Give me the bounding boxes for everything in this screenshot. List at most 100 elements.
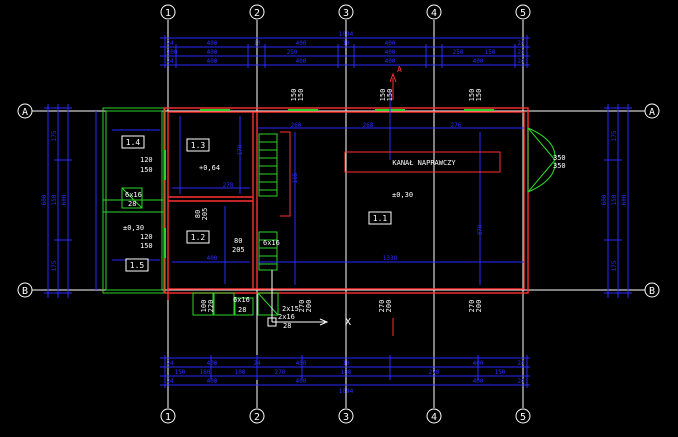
axis-bubbles — [17, 4, 660, 424]
axis-bubble-4-bottom[interactable] — [426, 408, 442, 424]
gate-leaf-top[interactable] — [527, 127, 556, 159]
svg-text:120: 120 — [140, 233, 153, 241]
room-label-1-2: 1.2 — [191, 233, 206, 242]
axis-bubble-5-top[interactable] — [515, 4, 531, 20]
svg-text:24: 24 — [166, 58, 174, 65]
top-dimension-lines — [160, 35, 530, 68]
axis-bubble-1-top[interactable] — [160, 4, 176, 20]
svg-text:6x16: 6x16 — [263, 239, 280, 247]
svg-text:400: 400 — [207, 360, 218, 367]
axis-label-B-right: B — [649, 286, 655, 297]
side-dimension-text: 600 175 150 175 600 600 175 150 175 600 — [41, 130, 628, 271]
room-tag-1-2[interactable] — [186, 230, 210, 244]
svg-text:400: 400 — [385, 49, 396, 56]
axis-labels: 1 2 3 4 5 1 2 3 4 5 A A B B — [22, 8, 655, 423]
ucs-icon — [267, 270, 329, 327]
svg-text:24: 24 — [166, 40, 174, 47]
svg-text:24: 24 — [517, 58, 525, 65]
level-room-1-3: +0,64 — [199, 164, 220, 172]
level-main: ±0,30 — [392, 191, 413, 199]
svg-text:205: 205 — [232, 246, 245, 254]
axis-label-4-top: 4 — [431, 8, 437, 19]
svg-text:100: 100 — [167, 49, 178, 56]
svg-text:150: 150 — [468, 89, 476, 102]
stair-flight[interactable] — [258, 133, 278, 197]
vertical-annotations: 150 150 150 150 150 150 100 220 270 200 … — [194, 89, 483, 313]
stairs — [258, 133, 278, 271]
outer-wall-outer[interactable] — [163, 107, 529, 294]
axis-label-2-top: 2 — [254, 8, 260, 19]
svg-text:24: 24 — [166, 360, 174, 367]
kanal-rectangle[interactable] — [344, 151, 501, 173]
room-tag-1-1[interactable] — [368, 211, 392, 225]
windows — [164, 109, 494, 258]
svg-text:400: 400 — [207, 58, 218, 65]
svg-text:150: 150 — [51, 194, 58, 205]
axis-bubble-3-bottom[interactable] — [338, 408, 354, 424]
walls — [163, 107, 529, 300]
axis-bubble-4-top[interactable] — [426, 4, 442, 20]
svg-text:400: 400 — [207, 49, 218, 56]
room-label-1-3: 1.3 — [191, 141, 206, 150]
svg-text:150: 150 — [290, 89, 298, 102]
svg-text:150: 150 — [485, 49, 496, 56]
svg-text:24: 24 — [166, 378, 174, 385]
svg-text:276: 276 — [451, 122, 462, 129]
svg-text:600: 600 — [61, 194, 68, 205]
axis-label-5-top: 5 — [520, 8, 526, 19]
duct-left[interactable] — [121, 187, 143, 209]
svg-text:150: 150 — [297, 89, 305, 102]
svg-text:150: 150 — [495, 369, 506, 376]
room-tag-1-4[interactable] — [121, 135, 145, 149]
axis-label-1-bottom: 1 — [165, 412, 171, 423]
svg-text:400: 400 — [473, 378, 484, 385]
total-dimension-top: 1094 — [339, 31, 354, 38]
axis-bubble-1-bottom[interactable] — [160, 408, 176, 424]
annotations: ±0,30 +0,64 ±0,30 120 150 120 150 80 205… — [123, 154, 566, 330]
svg-text:400: 400 — [296, 378, 307, 385]
svg-text:205: 205 — [201, 208, 209, 221]
axis-bubble-5-bottom[interactable] — [515, 408, 531, 424]
room-tag-1-5[interactable] — [125, 258, 149, 272]
svg-text:28: 28 — [238, 306, 246, 314]
svg-text:100: 100 — [235, 369, 246, 376]
room-tag-1-3[interactable] — [186, 138, 210, 152]
svg-text:600: 600 — [621, 194, 628, 205]
axis-bubble-B-right[interactable] — [644, 282, 660, 298]
bottom-dimension-lines — [160, 355, 530, 388]
svg-text:10: 10 — [253, 40, 261, 47]
top-dimension-text: 1094 24 400 10 400 10 400 24 100 400 250… — [166, 31, 525, 65]
svg-text:100: 100 — [200, 300, 208, 313]
svg-text:400: 400 — [385, 58, 396, 65]
svg-text:150: 150 — [475, 89, 483, 102]
svg-text:150: 150 — [140, 242, 153, 250]
svg-text:24: 24 — [517, 360, 525, 367]
axis-bubble-3-top[interactable] — [338, 4, 354, 20]
svg-text:150: 150 — [611, 194, 618, 205]
axis-bubble-A-left[interactable] — [17, 103, 33, 119]
svg-text:270: 270 — [298, 300, 306, 313]
svg-text:6x16: 6x16 — [233, 296, 250, 304]
svg-text:600: 600 — [41, 194, 48, 205]
svg-text:150: 150 — [379, 89, 387, 102]
axis-label-A-left: A — [22, 107, 28, 118]
axis-bubble-2-bottom[interactable] — [249, 408, 265, 424]
entrance-steps — [192, 292, 279, 316]
axis-bubble-A-right[interactable] — [644, 103, 660, 119]
axis-bubble-B-left[interactable] — [17, 282, 33, 298]
svg-text:400: 400 — [207, 255, 218, 262]
svg-text:350: 350 — [553, 162, 566, 170]
svg-text:175: 175 — [51, 260, 58, 271]
garage-gate — [527, 127, 556, 193]
svg-text:400: 400 — [473, 360, 484, 367]
svg-text:270: 270 — [378, 300, 386, 313]
gate-leaf-bottom[interactable] — [527, 161, 556, 193]
svg-text:170: 170 — [237, 144, 244, 155]
svg-text:180: 180 — [200, 369, 211, 376]
bottom-dimension-text: 24 400 24 400 10 400 24 150 180 100 270 … — [166, 360, 525, 395]
svg-text:150: 150 — [140, 166, 153, 174]
kanal-naprawczy — [344, 151, 501, 173]
svg-text:150: 150 — [175, 369, 186, 376]
axis-bubble-2-top[interactable] — [249, 4, 265, 20]
